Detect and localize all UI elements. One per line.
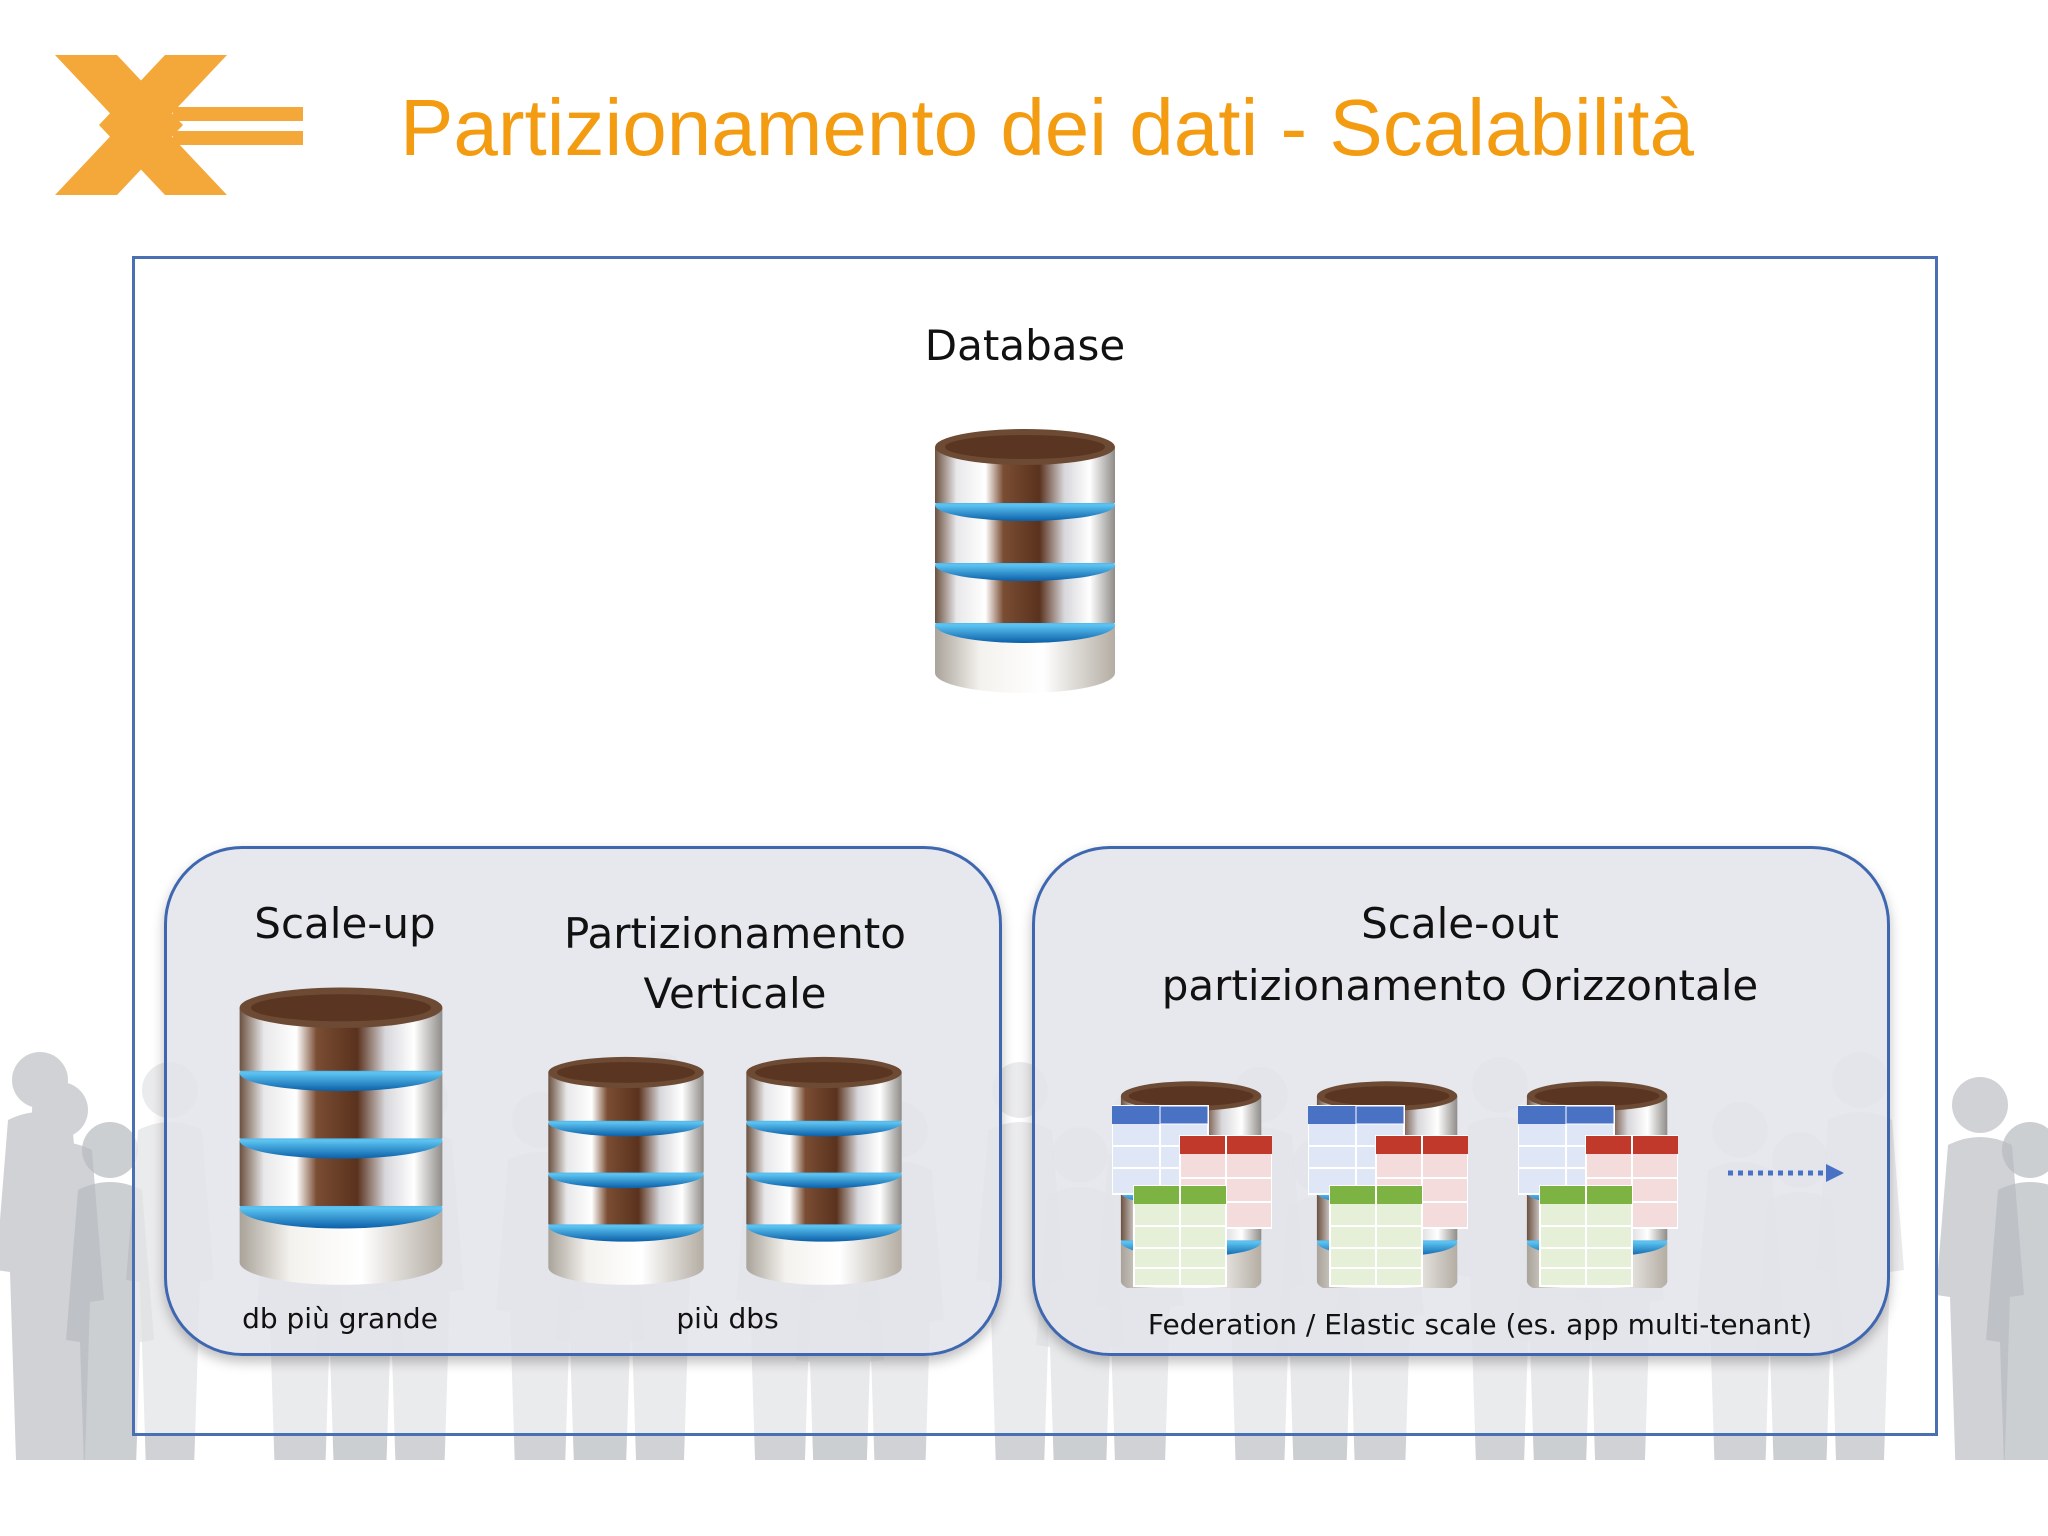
vertical-partition-title-line1: Partizionamento	[564, 909, 906, 958]
shard-database-icon-2	[1308, 1078, 1468, 1288]
vertical-database-icon-1	[548, 1056, 704, 1285]
dotted-arrow-icon	[1728, 1164, 1844, 1182]
scale-out-title-line2: partizionamento Orizzontale	[1161, 961, 1759, 1010]
scale-up-caption: db più grande	[242, 1302, 438, 1335]
vertical-partition-caption: più dbs	[676, 1302, 779, 1335]
scale-up-title: Scale-up	[254, 899, 436, 948]
large-database-icon	[239, 987, 443, 1285]
shard-database-icon-3	[1518, 1078, 1678, 1288]
slide-title: Partizionamento dei dati - Scalabilità	[400, 83, 1695, 172]
scale-out-title-line1: Scale-out	[1361, 899, 1559, 948]
scale-out-caption: Federation / Elastic scale (es. app mult…	[1147, 1308, 1813, 1341]
database-label: Database	[924, 321, 1126, 370]
orange-x-logo-icon	[55, 55, 303, 195]
vertical-partition-title-line2: Verticale	[643, 969, 827, 1018]
database-icon	[935, 429, 1115, 693]
shard-database-icon-1	[1112, 1078, 1272, 1288]
vertical-database-icon-2	[746, 1056, 902, 1285]
people-silhouettes-background	[0, 1052, 2048, 1460]
